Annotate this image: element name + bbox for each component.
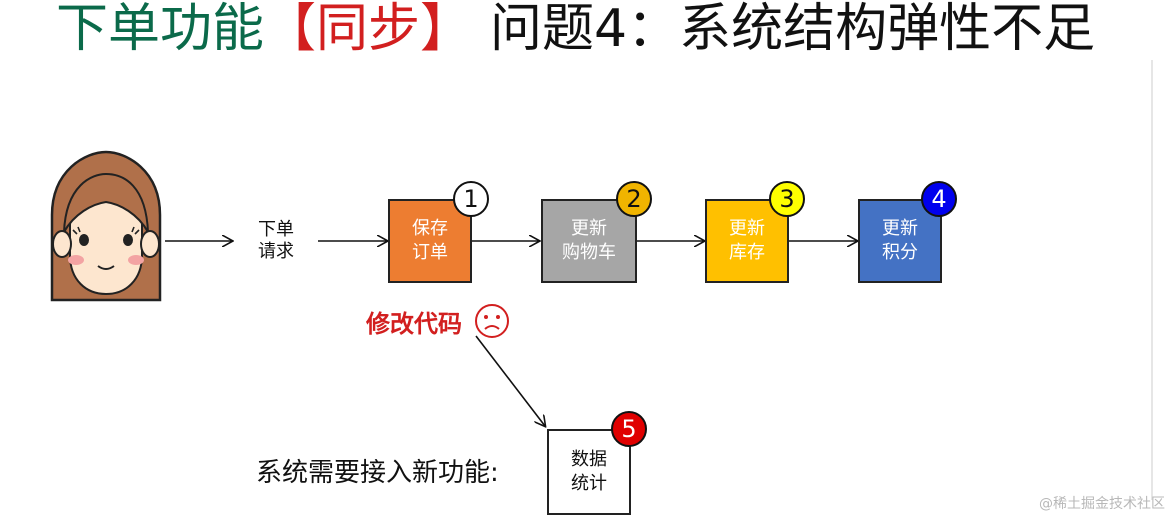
new-feature-line-2: 统计 (571, 473, 607, 494)
watermark: @稀土掘金技术社区 (1039, 496, 1165, 512)
modify-code-text: 修改代码 (366, 310, 462, 338)
step-3-line-2: 库存 (729, 242, 765, 263)
step-2-line-2: 购物车 (562, 242, 616, 263)
step-4-line-2: 积分 (882, 242, 918, 263)
step-4-line-1: 更新 (882, 218, 918, 239)
sad-face-icon (475, 304, 510, 338)
slide-title: 下单功能【同步】问题4：系统结构弹性不足 (56, 0, 1095, 64)
request-label-line-2: 请求 (258, 241, 294, 262)
step-1-line-1: 保存 (412, 218, 448, 239)
new-feature-box-data-statistics: 数据 统计 (547, 429, 631, 515)
step-box-update-points: 更新 积分 (858, 199, 942, 283)
title-part-3: 问题4：系统结构弹性不足 (490, 0, 1096, 59)
step-badge-3: 3 (769, 181, 805, 217)
step-badge-5: 5 (611, 411, 647, 447)
step-box-save-order: 保存 订单 (388, 199, 472, 283)
request-label-line-1: 下单 (258, 219, 294, 240)
step-3-line-1: 更新 (729, 218, 765, 239)
scrollbar-track (1151, 60, 1153, 500)
new-feature-line-1: 数据 (571, 449, 607, 470)
title-part-2: 【同步】 (264, 0, 473, 59)
new-feature-label: 系统需要接入新功能: (256, 458, 499, 488)
request-label: 下单 请求 (258, 219, 294, 263)
user-avatar-icon (50, 150, 162, 302)
step-badge-1: 1 (453, 181, 489, 217)
step-1-line-2: 订单 (412, 242, 448, 263)
step-badge-2: 2 (616, 181, 652, 217)
modify-code-note: 修改代码 (366, 296, 510, 341)
step-2-line-1: 更新 (571, 218, 607, 239)
arrow-note-to-new-feature (475, 335, 545, 426)
step-badge-4: 4 (921, 181, 957, 217)
step-box-update-cart: 更新 购物车 (541, 199, 637, 283)
title-part-1: 下单功能 (56, 0, 265, 59)
